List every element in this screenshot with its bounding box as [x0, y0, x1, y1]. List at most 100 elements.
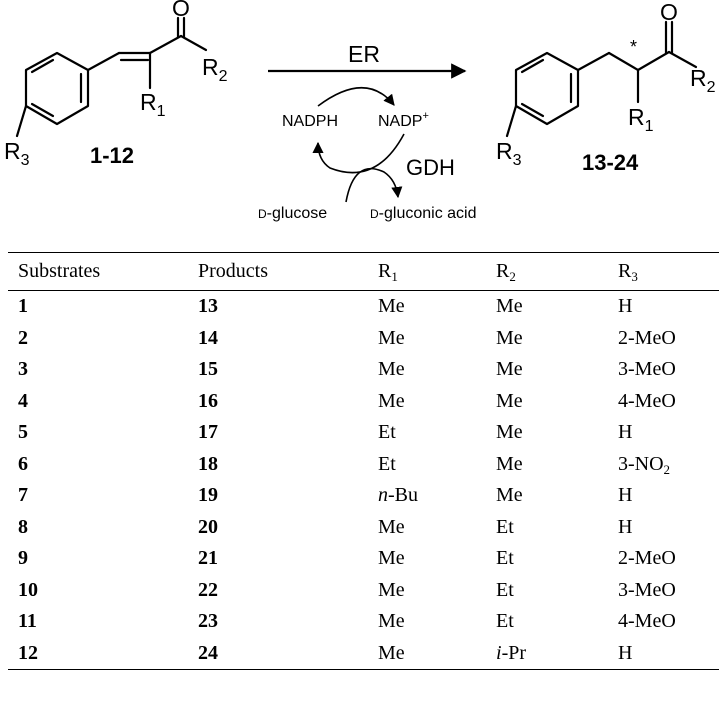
- substrate-number-cell: 8: [18, 515, 28, 538]
- cofactor-nadph-label: NADPH: [282, 113, 338, 130]
- substrate-r2-label: R2: [202, 54, 228, 85]
- r3-cell-text: H: [618, 484, 633, 507]
- r3-cell: H: [608, 417, 719, 449]
- r2-cell: Me: [486, 386, 608, 418]
- enzyme-er-label: ER: [348, 41, 380, 67]
- r3-cell-text: 3-MeO: [618, 578, 676, 601]
- r2-cell-text: Me: [496, 484, 523, 507]
- product-number-cell: 24: [198, 641, 218, 664]
- r3-cell-text: 4-MeO: [618, 389, 676, 412]
- r3-cell: 3-MeO: [608, 575, 719, 607]
- product-number-cell: 14: [198, 326, 218, 349]
- r1-cell-text: Et: [378, 421, 396, 444]
- r1-cell: Me: [368, 354, 486, 386]
- product-compound-label: 13-24: [582, 150, 639, 175]
- r1-cell-text: Me: [378, 547, 405, 570]
- substrate-number-cell: 1: [18, 295, 28, 318]
- r3-cell: 3-NO2: [608, 449, 719, 481]
- r3-cell-text: 3-MeO: [618, 358, 676, 381]
- r2-cell: Et: [486, 606, 608, 638]
- product-number-cell: 20: [198, 515, 218, 538]
- column-header-subscript: 2: [509, 269, 516, 284]
- column-header-text: Substrates: [18, 260, 101, 282]
- r1-cell-italic-prefix: n: [378, 484, 388, 507]
- product-r1-label: R1: [628, 104, 654, 135]
- product-number-cell: 15: [198, 358, 218, 381]
- substrate-r1-label: R1: [140, 89, 166, 120]
- product-number-cell: 21: [198, 547, 218, 570]
- product-number-cell: 13: [198, 295, 218, 318]
- r3-cell: 2-MeO: [608, 543, 719, 575]
- r1-cell: Me: [368, 323, 486, 355]
- r3-cell: 4-MeO: [608, 386, 719, 418]
- r2-cell-text: Me: [496, 389, 523, 412]
- product-r3-label: R3: [496, 138, 522, 169]
- column-header: Products: [188, 253, 368, 291]
- r3-cell-text: 2-MeO: [618, 326, 676, 349]
- column-header-text: Products: [198, 260, 268, 282]
- r2-cell-text: Me: [496, 358, 523, 381]
- r2-cell: i-Pr: [486, 638, 608, 670]
- r1-cell-text: Me: [378, 515, 405, 538]
- r1-cell: Et: [368, 417, 486, 449]
- r1-cell-text: Et: [378, 452, 396, 475]
- product-number-cell: 19: [198, 484, 218, 507]
- substrate-number-cell: 7: [18, 484, 28, 507]
- substrate-structure: O R2 R1 R3 1-12: [4, 0, 228, 169]
- r1-cell-text: Me: [378, 358, 405, 381]
- substrate-number-cell: 11: [18, 610, 37, 633]
- r1-cell-text: Me: [378, 641, 405, 664]
- cofactor-nadp-label: NADP+: [378, 110, 429, 130]
- column-header: R1: [368, 253, 486, 291]
- r2-cell: Et: [486, 575, 608, 607]
- product-ring-inner-bonds: [520, 58, 573, 118]
- enzyme-gdh-label: GDH: [406, 155, 455, 180]
- r3-cell-text: 3-NO: [618, 452, 664, 475]
- r3-cell: 3-MeO: [608, 354, 719, 386]
- r2-cell-text: Et: [496, 515, 514, 538]
- r2-cell-italic-prefix: i: [496, 641, 502, 664]
- column-header-text: R: [618, 260, 632, 282]
- r3-cell-text: H: [618, 515, 633, 538]
- product-benzene-ring: [514, 51, 580, 126]
- product-number-cell: 22: [198, 578, 218, 601]
- r2-cell: Et: [486, 512, 608, 544]
- r1-cell: Et: [368, 449, 486, 481]
- substrate-carbonyl-oxygen: O: [172, 0, 190, 21]
- r3-cell: 2-MeO: [608, 323, 719, 355]
- r1-cell-text: Me: [378, 326, 405, 349]
- r1-cell-text: Me: [378, 389, 405, 412]
- column-header-subscript: 3: [631, 269, 638, 284]
- r2-cell: Me: [486, 449, 608, 481]
- r3-cell-text: 2-MeO: [618, 547, 676, 570]
- r3-cell-text: H: [618, 641, 633, 664]
- r3-cell-text: H: [618, 295, 633, 318]
- column-header-subscript: 1: [391, 269, 398, 284]
- gluconic-acid-label: D-gluconic acid: [370, 205, 477, 222]
- r2-cell: Me: [486, 480, 608, 512]
- r3-cell: H: [608, 480, 719, 512]
- r3-cell: 4-MeO: [608, 606, 719, 638]
- r2-cell-text: Me: [496, 295, 523, 318]
- r1-cell: Me: [368, 543, 486, 575]
- substrate-compound-label: 1-12: [90, 143, 134, 168]
- r3-cell-text: 4-MeO: [618, 610, 676, 633]
- r3-cell: H: [608, 291, 719, 323]
- stereocenter-mark: *: [630, 37, 637, 57]
- r2-cell: Me: [486, 291, 608, 323]
- r2-cell: Me: [486, 323, 608, 355]
- substrate-number-cell: 5: [18, 421, 28, 444]
- table-row: 8 20 Me Et H: [8, 512, 719, 544]
- r2-cell-text: Me: [496, 326, 523, 349]
- r3-cell-subscript: 2: [663, 461, 671, 477]
- r2-cell: Me: [486, 417, 608, 449]
- product-r2-label: R2: [690, 65, 716, 96]
